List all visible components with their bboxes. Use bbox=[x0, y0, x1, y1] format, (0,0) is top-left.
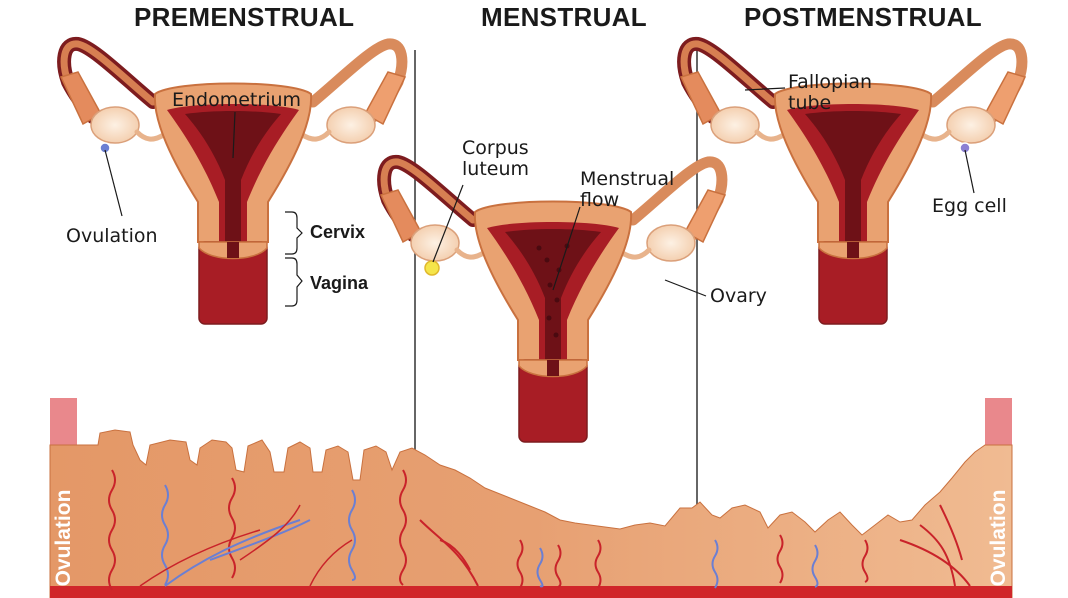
endometrium-tissue bbox=[49, 429, 1013, 598]
phase-title-postmenstrual: POSTMENSTRUAL bbox=[744, 2, 982, 32]
label-endometrium: Endometrium bbox=[172, 89, 302, 111]
label-vagina: Vagina bbox=[310, 273, 369, 293]
label-ovulation: Ovulation bbox=[66, 225, 158, 247]
label-egg-cell: Egg cell bbox=[932, 195, 1007, 217]
label-fallopian-line2: tube bbox=[788, 92, 832, 114]
corpus-luteum-icon bbox=[424, 260, 440, 276]
label-ovary: Ovary bbox=[710, 285, 767, 307]
label-corpus-luteum-line2: luteum bbox=[462, 158, 530, 180]
label-corpus-luteum-line1: Corpus bbox=[462, 137, 529, 159]
leader-lines bbox=[104, 87, 975, 297]
label-fallopian-line1: Fallopian bbox=[788, 71, 873, 93]
endometrium-strip bbox=[49, 398, 1013, 598]
ovulation-point-icon bbox=[99, 142, 111, 154]
label-corpus-luteum: Corpus luteum bbox=[462, 138, 529, 180]
label-menstrual-flow-line2: flow bbox=[580, 189, 620, 211]
cervix-vagina-brackets bbox=[285, 211, 303, 307]
label-cervix: Cervix bbox=[310, 222, 366, 242]
label-menstrual-flow-line1: Menstrual bbox=[580, 168, 675, 190]
label-fallopian-tube: Fallopian tube bbox=[788, 72, 872, 114]
label-menstrual-flow: Menstrual flow bbox=[580, 169, 674, 211]
phase-title-premenstrual: PREMENSTRUAL bbox=[134, 2, 355, 32]
egg-cell-icon bbox=[959, 142, 971, 154]
ovulation-bar-label-right: Ovulation bbox=[987, 489, 1010, 587]
phase-title-menstrual: MENSTRUAL bbox=[481, 2, 647, 32]
ovulation-bar-label-left: Ovulation bbox=[52, 489, 75, 587]
